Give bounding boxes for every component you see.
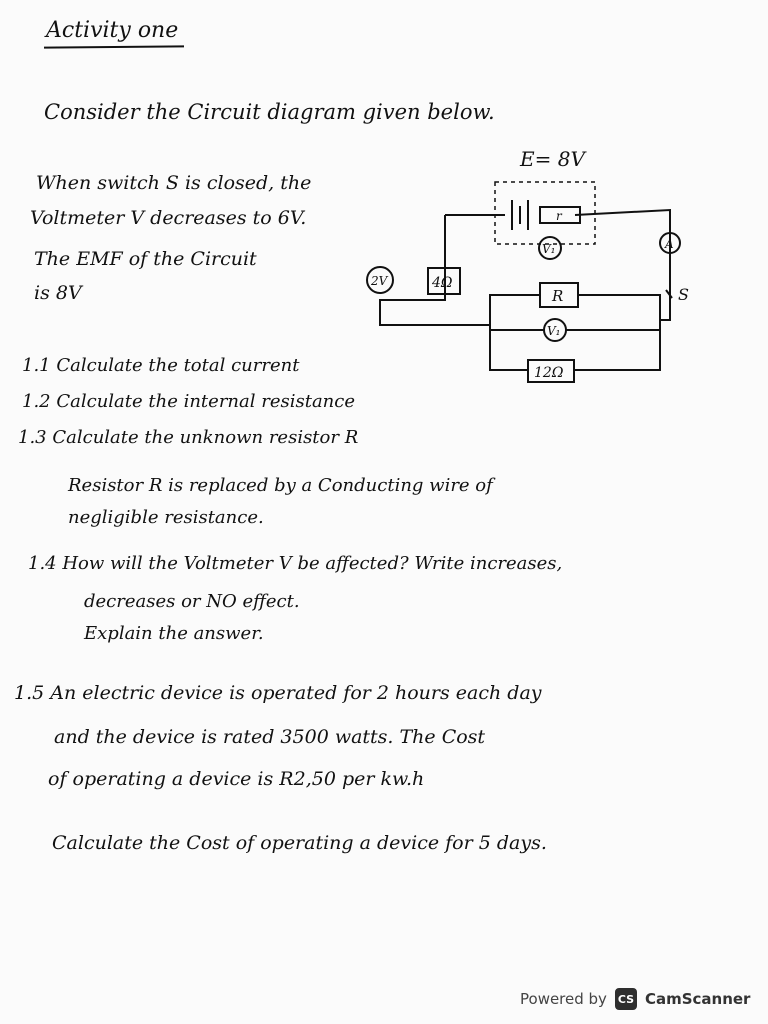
given-line-4: is 8V xyxy=(34,282,82,304)
v1-mid-label: V₁ xyxy=(547,324,560,338)
question-1-1: 1.1 Calculate the total current xyxy=(22,355,300,376)
wire-left xyxy=(379,215,490,326)
res12-label: 12Ω xyxy=(534,365,564,381)
given-line-3: The EMF of the Circuit xyxy=(34,248,257,270)
battery-cell xyxy=(511,200,529,230)
powered-by-text: Powered by xyxy=(520,990,607,1008)
note-line-2: negligible resistance. xyxy=(68,507,264,528)
emf-label: E= 8V xyxy=(519,147,587,171)
title-underline xyxy=(43,45,185,49)
voltmeter-2v-label: 2V xyxy=(370,274,389,288)
question-1-4-line-3: Explain the answer. xyxy=(84,623,264,644)
intro-text: Consider the Circuit diagram given below… xyxy=(44,100,495,124)
v1-top-label: V₁ xyxy=(542,242,555,256)
camscanner-footer: Powered by CS CamScanner xyxy=(520,985,750,1013)
camscanner-brand: CamScanner xyxy=(644,990,751,1008)
camscanner-logo-icon: CS xyxy=(614,988,637,1010)
r-label: r xyxy=(556,209,563,223)
question-1-5-line-3: of operating a device is R2,50 per kw.h xyxy=(48,768,425,790)
internal-r-box xyxy=(539,206,581,224)
internal-box xyxy=(494,181,596,245)
ammeter-label: A xyxy=(664,237,674,251)
question-1-5-line-4: Calculate the Cost of operating a device… xyxy=(52,832,547,854)
voltmeter-2v xyxy=(366,266,394,294)
resistor-4ohm xyxy=(427,267,461,295)
question-1-4-line-2: decreases or NO effect. xyxy=(84,591,300,612)
resistor-R xyxy=(539,282,579,308)
question-1-5-line-1: 1.5 An electric device is operated for 2… xyxy=(14,682,542,704)
question-1-3: 1.3 Calculate the unknown resistor R xyxy=(18,427,359,448)
resistor-12ohm xyxy=(527,359,575,383)
activity-title: Activity one xyxy=(46,18,179,43)
note-line-1: Resistor R is replaced by a Conducting w… xyxy=(68,475,493,496)
given-line-1: When switch S is closed, the xyxy=(36,172,312,194)
circuit-diagram: E= 8V r V₁ A S 2V 4Ω R V₁ 12Ω xyxy=(366,147,689,383)
question-1-5-line-2: and the device is rated 3500 watts. The … xyxy=(54,726,486,748)
question-1-2: 1.2 Calculate the internal resistance xyxy=(22,391,355,412)
parallel-frame xyxy=(489,294,661,371)
resR-label: R xyxy=(551,287,563,305)
ammeter xyxy=(659,232,681,254)
switch-gap xyxy=(665,275,673,299)
wire-top-right xyxy=(574,208,671,321)
res4-label: 4Ω xyxy=(431,275,453,291)
question-1-4-line-1: 1.4 How will the Voltmeter V be affected… xyxy=(28,553,563,574)
given-line-2: Voltmeter V decreases to 6V. xyxy=(30,207,307,229)
switch-label: S xyxy=(678,285,689,304)
voltmeter-v1-top xyxy=(538,236,562,260)
